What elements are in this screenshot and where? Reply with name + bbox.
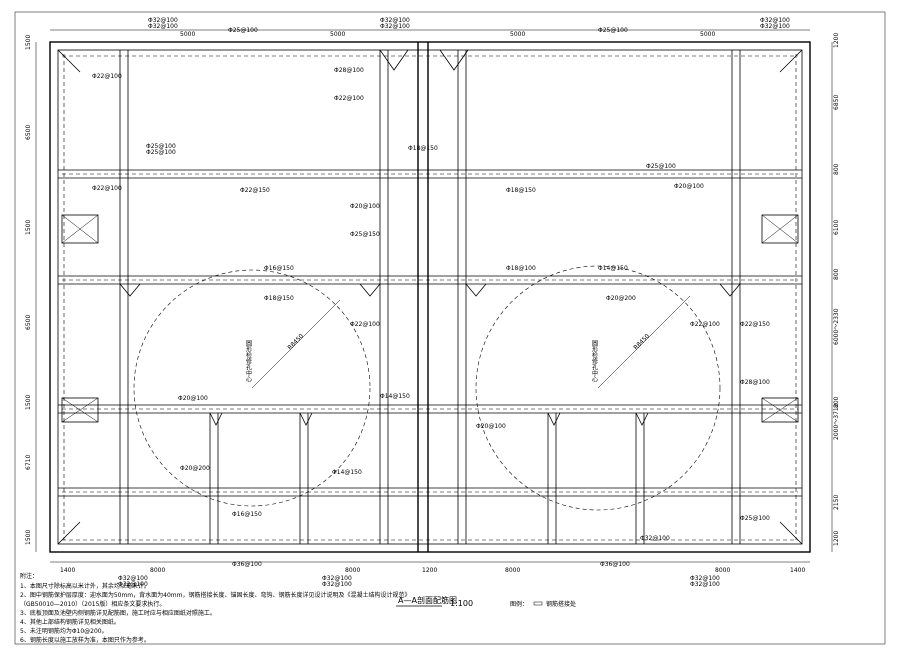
rebar-top-3: Φ32@100	[380, 17, 410, 24]
rebar-label-15: Φ22@100	[350, 321, 380, 328]
legend-swatch	[533, 601, 543, 606]
rebar-label-22: Φ25@100	[646, 163, 676, 170]
rebar-label-3: Φ25@100	[146, 143, 176, 150]
dim-bottom-0: 1400	[60, 567, 75, 574]
dim-right-8: 2150	[833, 495, 840, 510]
dim-right-4: 800	[833, 268, 840, 280]
dim-top-2: 5000	[510, 31, 525, 38]
rebar-label-16: Φ25@150	[350, 231, 380, 238]
note-3: （GB50010—2010）（2015版）相应条文要求执行。	[20, 600, 165, 608]
dim-bottom-6: 1400	[790, 567, 805, 574]
dim-left-0: 1500	[25, 35, 32, 50]
dim-right-3: 6100	[833, 220, 840, 235]
rebar-top-5: Φ25@100	[598, 27, 628, 34]
dim-right-5: 6000～2330	[833, 308, 840, 345]
dim-right-9: 1200	[833, 531, 840, 546]
dim-right-2: 800	[833, 163, 840, 175]
inspection-circles	[133, 265, 721, 511]
rebar-label-18: Φ18@150	[506, 187, 536, 194]
rebar-label-24: Φ22@100	[690, 321, 720, 328]
rebar-label-23: Φ20@100	[674, 183, 704, 190]
rebar-label-6: Φ22@100	[92, 185, 122, 192]
rebar-label-27: Φ25@100	[740, 515, 770, 522]
dim-left-6: 1500	[25, 530, 32, 545]
structure-outline	[49, 41, 811, 553]
dim-top-1: 5000	[330, 31, 345, 38]
circle-label-right: 圆形检修孔中心	[591, 340, 598, 382]
dimension-lines	[35, 29, 833, 563]
rebar-bottom-1: Φ32@100	[118, 581, 148, 588]
rebar-label-26: Φ28@100	[740, 379, 770, 386]
rebar-bottom-5: Φ36@100	[600, 561, 630, 568]
dim-right-6: 800	[833, 396, 840, 408]
dim-left-1: 6500	[25, 125, 32, 140]
drawing-scale: 1:100	[450, 599, 473, 608]
rebar-bottom-0: Φ32@100	[118, 575, 148, 582]
rebar-top-0: Φ32@100	[148, 17, 178, 24]
rebar-label-29: Φ20@100	[476, 423, 506, 430]
note-5: 4、其他上部结构钢筋详见相关图纸。	[20, 618, 120, 626]
rebar-bottom-3: Φ32@100	[322, 575, 352, 582]
rebar-top-6: Φ32@100	[760, 17, 790, 24]
legend-item: 钢筋搭接处	[546, 600, 576, 608]
rebar-label-10: Φ14@150	[380, 393, 410, 400]
dim-bottom-4: 8000	[505, 567, 520, 574]
dim-bottom-3: 1200	[422, 567, 437, 574]
rebar-label-17: Φ20@100	[350, 203, 380, 210]
dim-top-0: 5000	[180, 31, 195, 38]
rebar-bottom-7: Φ32@100	[690, 581, 720, 588]
drawing-title-block: A—A剖面配筋图 1:100 图例： 钢筋搭接处	[396, 595, 576, 608]
drawing-title: A—A剖面配筋图	[398, 595, 457, 605]
rebar-label-5: Φ22@150	[240, 187, 270, 194]
note-6: 5、未注明钢筋均为Φ10@200。	[20, 627, 108, 635]
rebar-label-19: Φ18@100	[506, 265, 536, 272]
dim-bottom-1: 8000	[150, 567, 165, 574]
note-7: 6、钢筋长度以施工放样为准，本图只作为参考。	[20, 636, 150, 644]
dim-right-0: 1200	[833, 33, 840, 48]
note-4: 3、底板顶面及池壁内侧钢筋详见配筋图，施工时应与相应图纸对照施工。	[20, 609, 216, 617]
radius-label-left: R8450	[286, 333, 305, 352]
rebar-bottom-4: Φ32@100	[322, 581, 352, 588]
dim-bottom-2: 8000	[345, 567, 360, 574]
dim-left-3: 6500	[25, 315, 32, 330]
rebar-label-7: Φ16@150	[264, 265, 294, 272]
rebar-label-13: Φ16@150	[232, 511, 262, 518]
circle-label-left: 圆形检修孔中心	[245, 340, 252, 382]
notes-heading: 附注：	[20, 572, 38, 580]
rebar-label-25: Φ22@150	[740, 321, 770, 328]
rebar-top-4: Φ32@100	[380, 23, 410, 30]
dim-left-2: 1500	[25, 220, 32, 235]
rebar-label-1: Φ28@100	[334, 67, 364, 74]
rebar-label-2: Φ22@100	[334, 95, 364, 102]
dim-bottom-5: 8000	[715, 567, 730, 574]
rebar-label-12: Φ20@200	[180, 465, 210, 472]
rebar-label-21: Φ20@200	[606, 295, 636, 302]
rebar-top-2: Φ25@100	[228, 27, 258, 34]
note-2: 2、图中钢筋保护层厚度：迎水面为50mm，背水面为40mm，钢筋搭接长度、锚固长…	[20, 591, 410, 599]
rebar-label-28: Φ32@100	[640, 535, 670, 542]
dim-right-1: 6850	[833, 95, 840, 110]
dim-left-5: 6710	[25, 455, 32, 470]
labels-layer: 5000 5000 5000 5000 1400 8000 8000 1200 8000 8000…	[25, 17, 840, 588]
rebar-bottom-6: Φ32@100	[690, 575, 720, 582]
radius-label-right: R8450	[632, 333, 651, 352]
notes-block: 附注： 1、本图尺寸除标高以米计外，其余均以毫米计。 2、图中钢筋保护层厚度：迎…	[20, 572, 410, 644]
rebar-top-1: Φ32@100	[148, 23, 178, 30]
rebar-top-7: Φ32@100	[760, 23, 790, 30]
rebar-label-8: Φ18@150	[264, 295, 294, 302]
legend-label: 图例：	[510, 600, 528, 608]
rebar-label-4: Φ25@100	[146, 149, 176, 156]
rebar-label-0: Φ22@100	[92, 73, 122, 80]
rebar-label-11: Φ20@100	[178, 395, 208, 402]
rebar-label-9: Φ18@150	[408, 145, 438, 152]
drawing-frame	[14, 11, 886, 645]
rebar-bottom-2: Φ36@100	[232, 561, 262, 568]
dim-top-3: 5000	[700, 31, 715, 38]
rebar-label-14: Φ14@150	[332, 469, 362, 476]
note-1: 1、本图尺寸除标高以米计外，其余均以毫米计。	[20, 582, 150, 590]
dim-left-4: 1500	[25, 395, 32, 410]
dim-right-7: 2000～3712	[833, 403, 840, 440]
rebar-label-20: Φ14@150	[598, 265, 628, 272]
